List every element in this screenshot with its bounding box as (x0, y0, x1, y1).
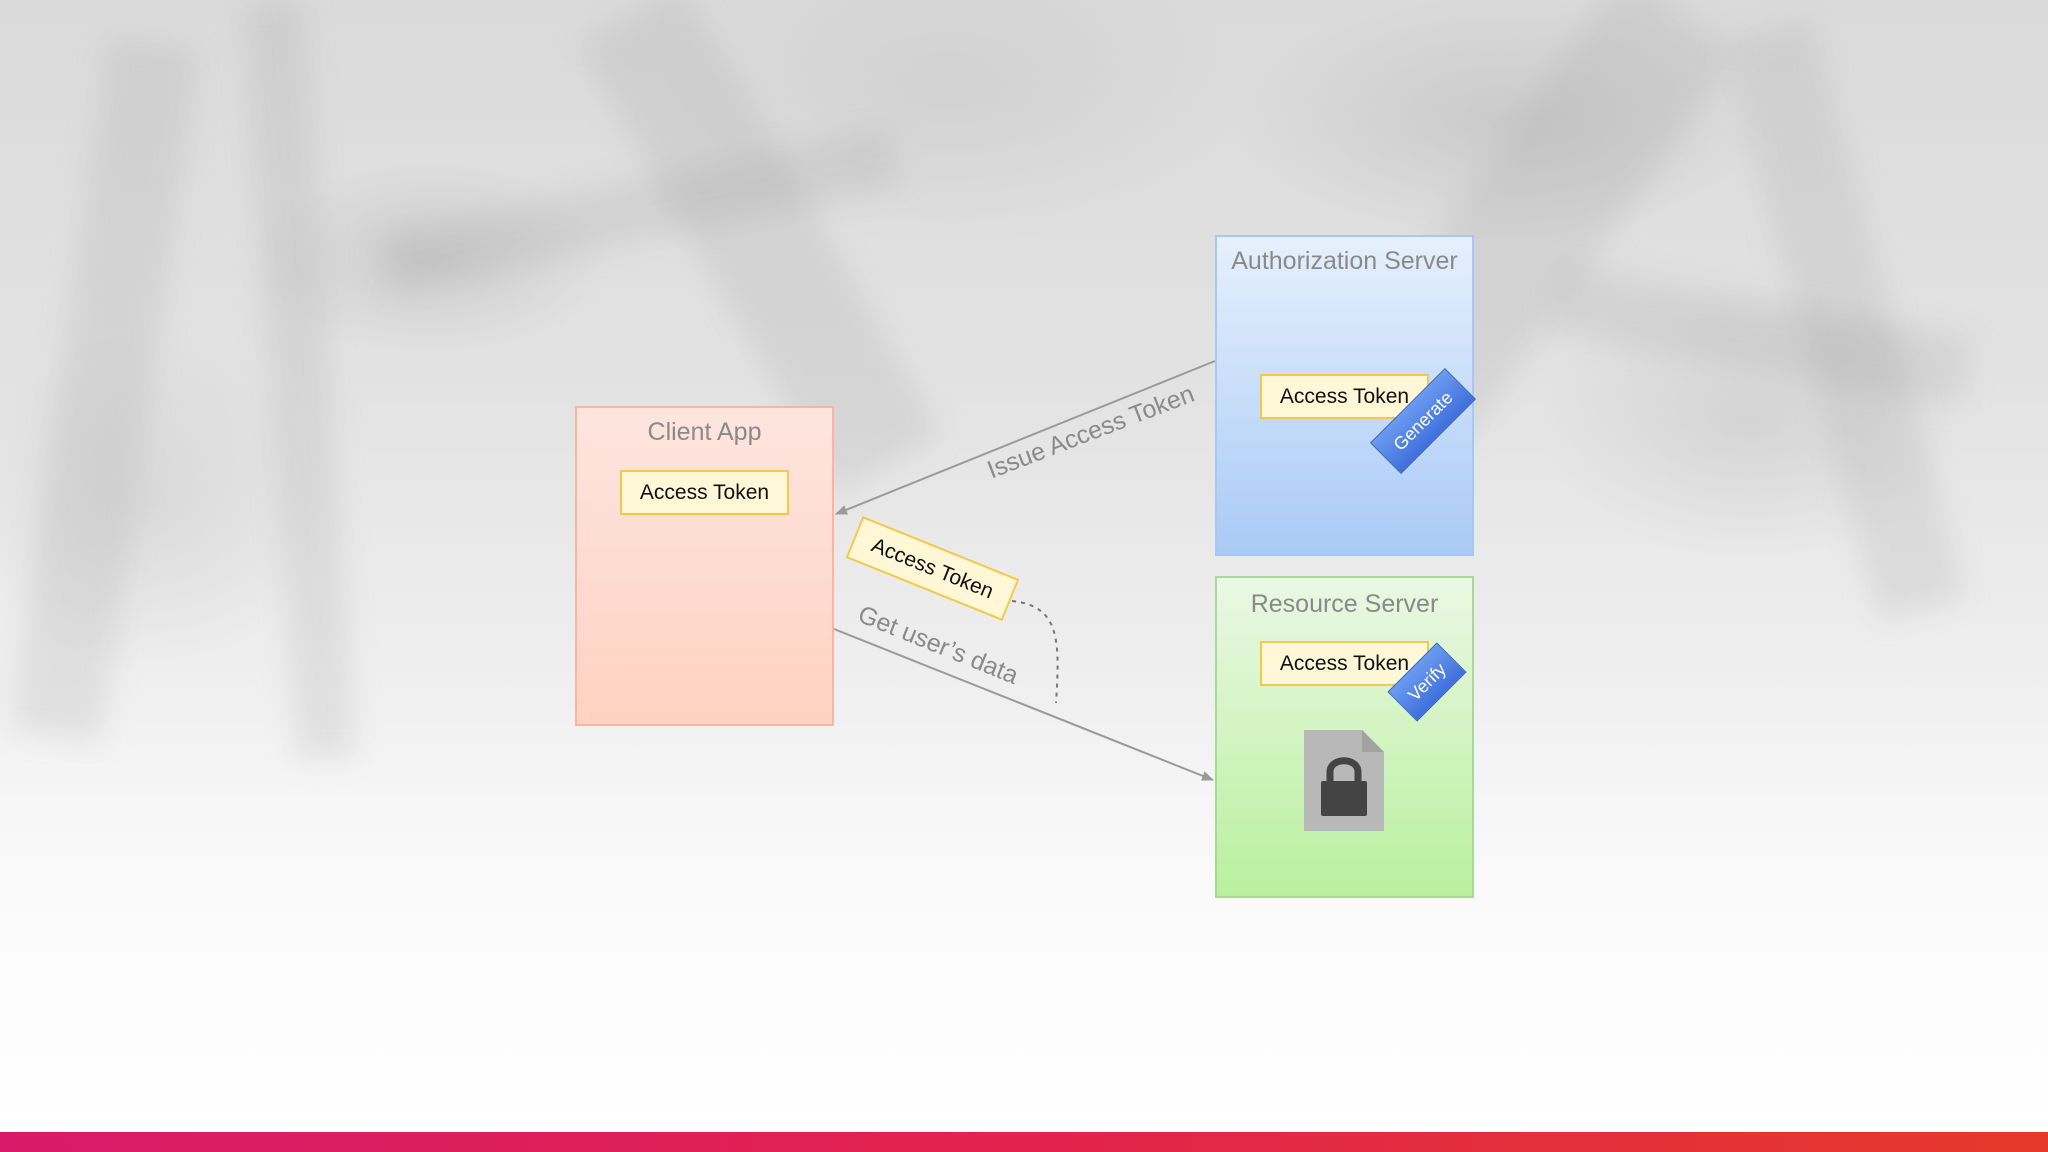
authorization-server-title: Authorization Server (1231, 247, 1458, 275)
lock-document-icon (1304, 730, 1384, 831)
client-app-title: Client App (647, 418, 762, 446)
client-access-token: Access Token (620, 470, 789, 515)
issue-token-arrow (835, 360, 1216, 515)
token-attachment-dotted-line (1011, 600, 1059, 704)
client-app-box: Client App Access Token (575, 406, 834, 726)
bottom-accent-bar (0, 1132, 2048, 1152)
resource-server-title: Resource Server (1250, 590, 1439, 618)
get-data-arrow (833, 628, 1214, 781)
